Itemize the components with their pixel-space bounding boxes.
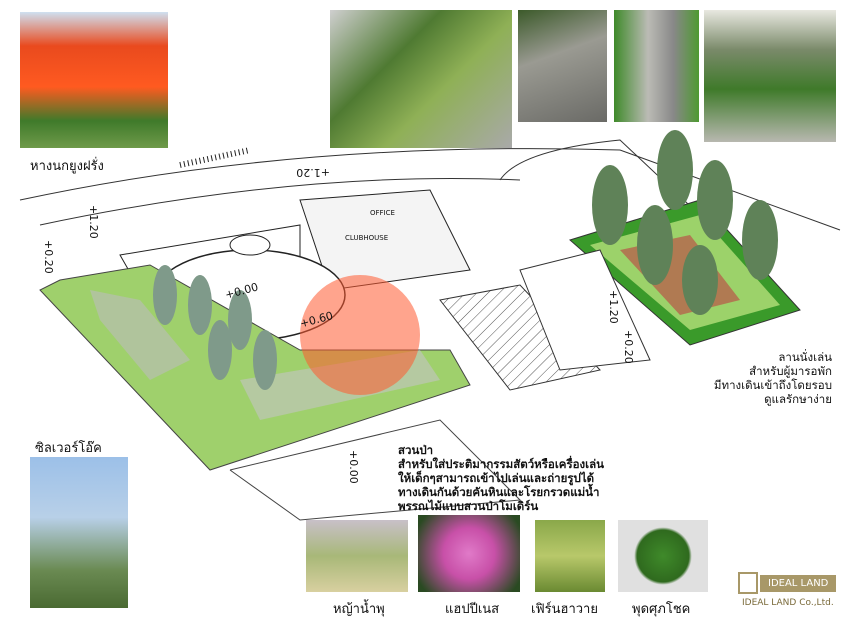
reference-photo-lawn-strips (704, 10, 836, 142)
gardenia-photo (618, 520, 708, 592)
note-line: มีทางเดินเข้าถึงโดยรอบ (713, 378, 832, 392)
logo-name: IDEAL LAND (760, 574, 837, 592)
company-name: IDEAL LAND Co.,Ltd. (742, 598, 834, 608)
company-logo: IDEAL LAND IDEAL LAND Co.,Ltd. (738, 572, 837, 608)
note-line: พรรณไม้แบบสวนป่าโมเดิร์น (398, 499, 539, 513)
note-line: ให้เด็กๆสามารถเข้าไปเล่นและถ่ายรูปได้ (398, 471, 595, 485)
silver-oak-trees (153, 265, 277, 390)
impatiens-photo (418, 515, 520, 592)
level-label: +0.20 (622, 330, 635, 364)
gravel-path (90, 290, 190, 380)
room-label: CLUBHOUSE (345, 234, 388, 242)
flame-tree-label: หางนกยูงฝรั่ง (30, 159, 104, 174)
room-label: OFFICE (370, 209, 395, 217)
note-line: สำหรับใส่ประติมากรรมสัตว์หรือเครื่องเล่น (398, 457, 604, 471)
note-line: ดูแลรักษาง่าย (764, 392, 832, 406)
plaza-trees (592, 130, 778, 315)
reference-photo-planting (330, 10, 512, 148)
plant-label: หญ้าน้ำพุ (333, 602, 385, 617)
road-edge (19, 148, 841, 231)
road-curve (499, 139, 791, 301)
porch (519, 249, 651, 371)
roundabout (229, 234, 271, 256)
level-label: +0.00 (347, 450, 360, 484)
note-line: สำหรับผู้มารอพัก (749, 364, 832, 378)
silver-oak-photo (30, 457, 128, 608)
silver-oak-label: ซิลเวอร์โอ๊ค (35, 441, 102, 456)
level-label: +1.20 (296, 166, 330, 179)
forest-garden-note: สวนป่า สำหรับใส่ประติมากรรมสัตว์หรือเครื… (398, 443, 604, 513)
reference-photo-gravel-path (614, 10, 699, 122)
flame-tree-canopy (300, 275, 420, 395)
note-line: สวนป่า (398, 443, 434, 457)
reference-photo-stepping-stones (518, 10, 607, 122)
plaza-note: ลานนั่งเล่น สำหรับผู้มารอพัก มีทางเดินเข… (712, 350, 832, 406)
parking-bays (229, 419, 522, 521)
level-label: +0.20 (42, 240, 55, 274)
scale-bar (179, 147, 251, 168)
note-line: ลานนั่งเล่น (778, 350, 832, 364)
fountain-grass-photo (306, 520, 408, 592)
logo-mark-icon (738, 572, 758, 594)
flame-tree-photo (20, 12, 168, 148)
level-label: +1.20 (607, 290, 620, 324)
road-edge (39, 177, 521, 226)
fern-photo (535, 520, 605, 592)
level-label: +1.20 (87, 205, 100, 239)
clubhouse-building (299, 189, 471, 291)
plant-label: เฟิร์นฮาวาย (531, 602, 598, 617)
plant-label: แฮปปีเนส (445, 602, 500, 617)
note-line: ทางเดินกันด้วยคันหินและโรยกรวดแม่น้ำ (398, 485, 600, 499)
plant-label: พุดศุภโชค (632, 602, 691, 617)
